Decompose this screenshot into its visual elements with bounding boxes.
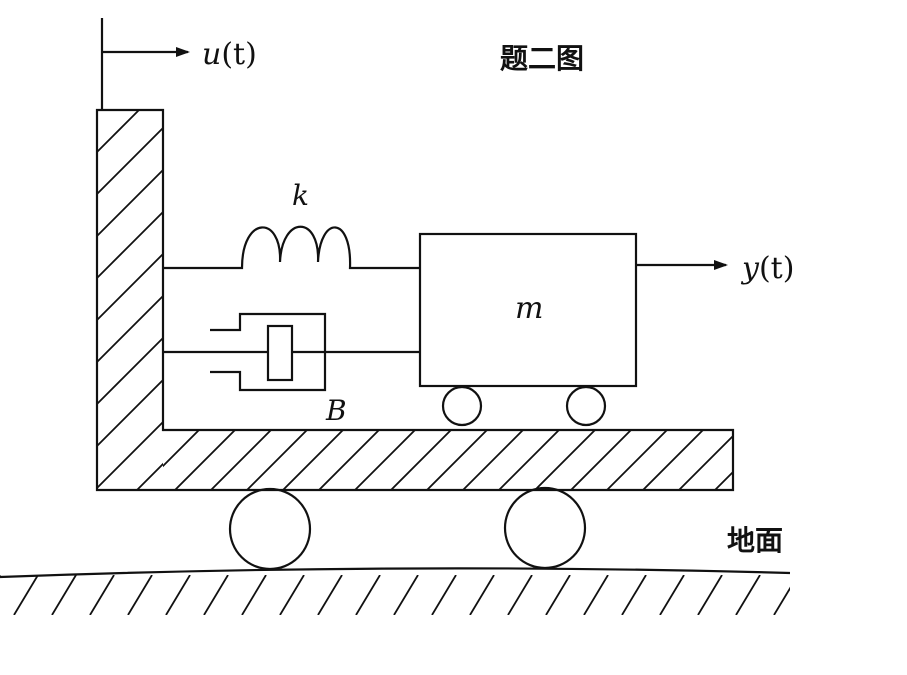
input-arrow (100, 18, 190, 110)
base-hatch-line (498, 430, 560, 490)
ground-hatch-line (735, 575, 761, 615)
base-hatch-line (462, 430, 524, 490)
wall-hatch-line (97, 168, 163, 238)
figure-title: 题二图 (500, 42, 584, 75)
wall-hatch-line (97, 110, 98, 112)
ground-hatch-line (279, 575, 305, 615)
ground-hatch-line (203, 575, 229, 615)
base-hatch-line (426, 430, 488, 490)
ground-hatch-line (507, 575, 533, 615)
spring (163, 225, 420, 270)
ground-hatch-line (545, 575, 571, 615)
base-hatch-line (751, 430, 811, 490)
ground-hatch-line (165, 575, 191, 615)
base-hatch-line (534, 430, 596, 490)
ground-hatch-line (393, 575, 419, 615)
base-hatch-line (163, 430, 164, 432)
wall-hatch-line (97, 336, 163, 406)
base-hatch-line (174, 430, 236, 490)
ground-hatch-line (13, 575, 39, 615)
base-hatch-line (246, 430, 308, 490)
mass-wheel-left (441, 385, 483, 427)
wall-hatching (97, 110, 559, 490)
ground-hatch-line (89, 575, 115, 615)
ground-hatch-line (241, 575, 267, 615)
base-hatching (163, 430, 811, 490)
ground (0, 567, 836, 615)
ground-hatch-line (431, 575, 457, 615)
mass-block (418, 232, 638, 388)
ground-hatch-line (697, 575, 723, 615)
cart-frame (95, 108, 811, 492)
wall-hatch-line (97, 420, 163, 490)
base-hatch-line (282, 430, 344, 490)
wall-hatch-line (179, 110, 559, 490)
ground-hatch-line (469, 575, 495, 615)
ground-hatch-line (773, 586, 790, 615)
ground-hatch-line (355, 575, 381, 615)
damper-label: B (325, 394, 347, 427)
ground-hatch-line (51, 575, 77, 615)
damper (163, 312, 420, 392)
spring-label: k (292, 179, 309, 212)
base-hatch-line (354, 430, 416, 490)
wall-hatch-line (97, 210, 163, 280)
base-hatch-line (678, 434, 733, 490)
base-hatch-line (390, 430, 452, 490)
wall-hatch-line (97, 294, 163, 364)
ground-hatch-line (812, 575, 836, 615)
base-hatch-line (714, 470, 733, 490)
ground-hatch-line (659, 575, 685, 615)
ground-hatch-line (127, 575, 153, 615)
base-hatch-line (642, 430, 704, 490)
base-hatch-line (318, 430, 380, 490)
ground-hatch-line (583, 575, 609, 615)
mass-wheel-right (565, 385, 607, 427)
base-hatch-line (570, 430, 632, 490)
wall-hatch-line (97, 378, 163, 448)
wall-hatch-line (97, 126, 163, 196)
base-hatch-line (606, 430, 668, 490)
base-hatch-line (210, 430, 272, 490)
wall-hatch-line (136, 462, 163, 490)
wall-hatch-line (97, 252, 163, 322)
mass-label: m (515, 291, 543, 326)
input-label: u(t) (202, 37, 257, 72)
ground-hatch-line (621, 575, 647, 615)
cart-wheel-right (503, 486, 587, 570)
base-hatch-line (163, 430, 200, 468)
ground-label: 地面 (727, 524, 783, 557)
output-label: y(t) (740, 251, 794, 286)
cart-wheel-left (228, 487, 312, 571)
ground-hatch-line (317, 575, 343, 615)
ground-hatching (0, 575, 836, 615)
